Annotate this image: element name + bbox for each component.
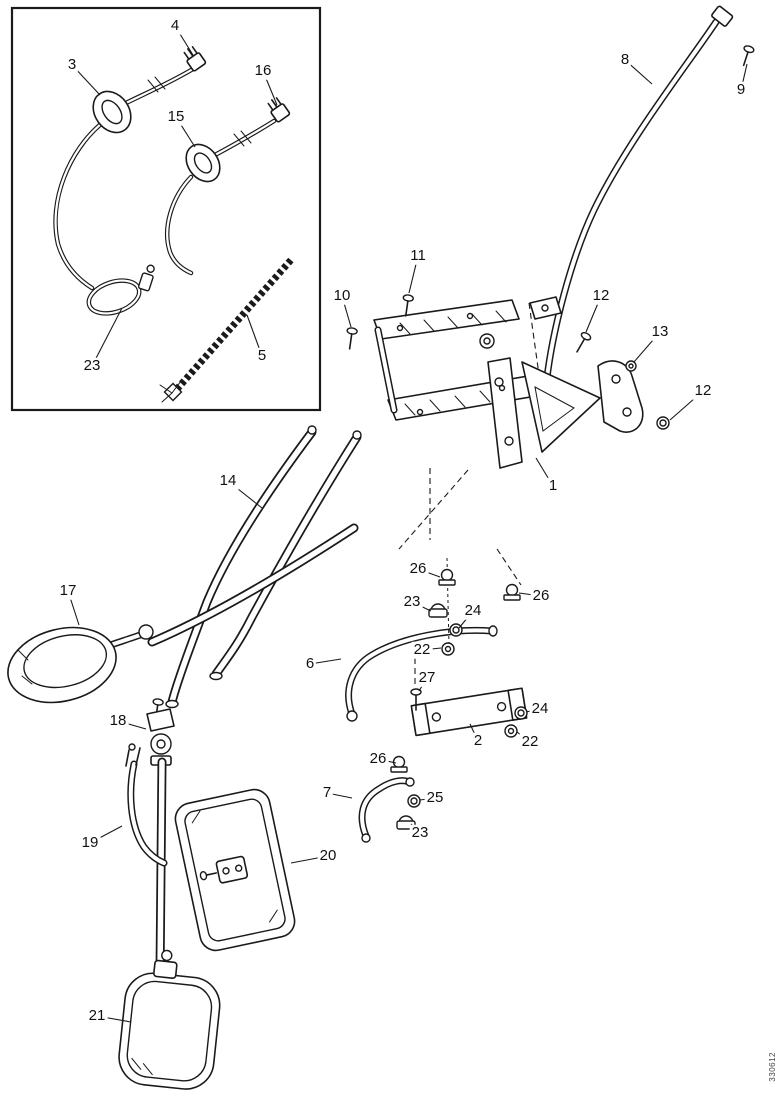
callout-23: 23 [81,356,103,375]
callout-22: 22 [519,732,541,751]
screw-9 [742,45,755,67]
mirror-20-bracket [199,855,249,884]
harness-cable-15 [167,97,291,273]
callout-25: 25 [424,788,446,807]
washer-22-a [441,642,455,656]
bolt-27 [410,688,422,711]
nut-24-a [449,623,463,637]
frame-14 [152,425,362,709]
callout-16: 16 [252,61,274,80]
callout-10: 10 [331,286,353,305]
tube-8-top-fitting [711,5,734,27]
callout-17: 17 [57,581,79,600]
callout-2: 2 [471,731,485,750]
callout-26: 26 [367,749,389,768]
callout-1: 1 [546,476,560,495]
figure-code: 330612 [768,1052,777,1082]
callout-3: 3 [65,55,79,74]
callout-12: 12 [692,381,714,400]
bracket-2 [410,687,528,737]
nut-12-lower [656,416,670,430]
callout-22: 22 [411,640,433,659]
connector-4 [183,46,207,72]
leader-line-23 [91,307,123,367]
screw-11 [402,294,414,317]
clip-26-c [390,755,408,773]
mirror-post [153,762,167,978]
connector-16 [267,97,291,123]
cable-tie-5 [159,257,294,403]
nut-25 [407,794,421,808]
mirror-20 [174,788,296,952]
callout-7: 7 [320,783,334,802]
clamp-23-inset [137,264,155,292]
callout-23: 23 [401,592,423,611]
tube-7 [362,778,415,843]
cable-loop [86,278,142,316]
arm-19 [125,743,164,863]
callout-23: 23 [409,823,431,842]
callout-13: 13 [649,322,671,341]
screw-12-upper [576,331,592,353]
callout-4: 4 [168,16,182,35]
callout-9: 9 [734,80,748,99]
tube-8 [546,5,755,386]
callout-8: 8 [618,50,632,69]
callout-5: 5 [255,346,269,365]
callout-26: 26 [530,586,552,605]
harness-cable-3 [56,46,207,316]
clip-26-a [438,568,456,586]
mirror-21 [118,949,221,1090]
clip-26-b [503,583,521,601]
nut-24-b [514,706,528,720]
clamp-23-a [428,603,448,618]
callout-20: 20 [317,846,339,865]
callout-24: 24 [462,601,484,620]
callout-26: 26 [407,559,429,578]
inset-box [10,6,322,412]
callout-18: 18 [107,711,129,730]
mirror-head-17 [7,624,154,704]
tube-6 [347,625,498,722]
callout-24: 24 [529,699,551,718]
washer-13 [625,360,637,372]
clamp-18 [146,698,175,766]
screw-10 [346,327,358,350]
grommet-15 [185,143,221,183]
callout-12: 12 [590,286,612,305]
grommet-3 [92,90,132,134]
callout-27: 27 [416,668,438,687]
callout-11: 11 [408,246,428,265]
bracket-assembly-1 [373,296,644,469]
callout-21: 21 [86,1006,108,1025]
callout-14: 14 [217,471,239,490]
callout-6: 6 [303,654,317,673]
washer-22-b [504,724,518,738]
callout-15: 15 [165,107,187,126]
callout-19: 19 [79,833,101,852]
